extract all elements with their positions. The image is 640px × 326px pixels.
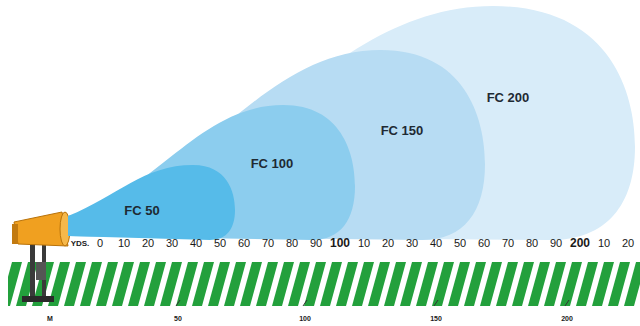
yard-scale-number: 20	[382, 237, 394, 249]
model-label: FC 50	[124, 203, 159, 218]
yard-scale-number: 80	[526, 237, 538, 249]
yard-scale-number: 20	[622, 237, 634, 249]
yard-scale-number: 70	[262, 237, 274, 249]
yard-scale-number: 10	[118, 237, 130, 249]
yard-scale-number: 50	[214, 237, 226, 249]
model-label: FC 100	[251, 156, 294, 171]
spray-plume: FC 100 FC 50	[68, 105, 355, 240]
yard-scale-number: 0	[97, 237, 103, 249]
yard-scale-number: 60	[238, 237, 250, 249]
yard-scale-number: 90	[550, 237, 562, 249]
metre-scale-label: 50	[174, 315, 182, 322]
yard-scale-number: 40	[430, 237, 442, 249]
unit-label: YDS.	[71, 239, 90, 248]
metre-scale-label: 200	[561, 315, 573, 322]
yard-scale-number: 70	[502, 237, 514, 249]
model-label: FC 200	[487, 90, 530, 105]
metre-scale-label: 100	[299, 315, 311, 322]
spray-plume: FC 50	[68, 165, 235, 240]
yard-scale-number: 60	[478, 237, 490, 249]
plume-shape	[68, 105, 355, 240]
plume-shape	[68, 6, 635, 240]
plume-shape	[68, 165, 235, 240]
spray-plume: FC 200 FC 150 FC 100 FC 50	[68, 6, 635, 240]
yard-scale-number: 30	[166, 237, 178, 249]
metre-scale-label: M	[47, 315, 53, 322]
yard-scale-number: 50	[454, 237, 466, 249]
yard-scale-number: 100	[330, 236, 350, 250]
yard-scale-number: 90	[310, 237, 322, 249]
yard-scale-number: 40	[190, 237, 202, 249]
model-label: FC 150	[381, 123, 424, 138]
spray-plume: FC 150 FC 100 FC 50	[68, 50, 485, 240]
yard-scale-number: 20	[142, 237, 154, 249]
metre-scale-label: 150	[430, 315, 442, 322]
yard-scale-number: 10	[358, 237, 370, 249]
yard-scale-number: 30	[406, 237, 418, 249]
plume-shape	[68, 50, 485, 240]
fog-cannon	[12, 212, 70, 302]
scale-ticks	[176, 300, 569, 306]
yard-scale-number: 10	[598, 237, 610, 249]
green-field-bar	[8, 262, 640, 306]
yard-scale-number: 200	[570, 236, 590, 250]
yard-scale-number: 80	[286, 237, 298, 249]
